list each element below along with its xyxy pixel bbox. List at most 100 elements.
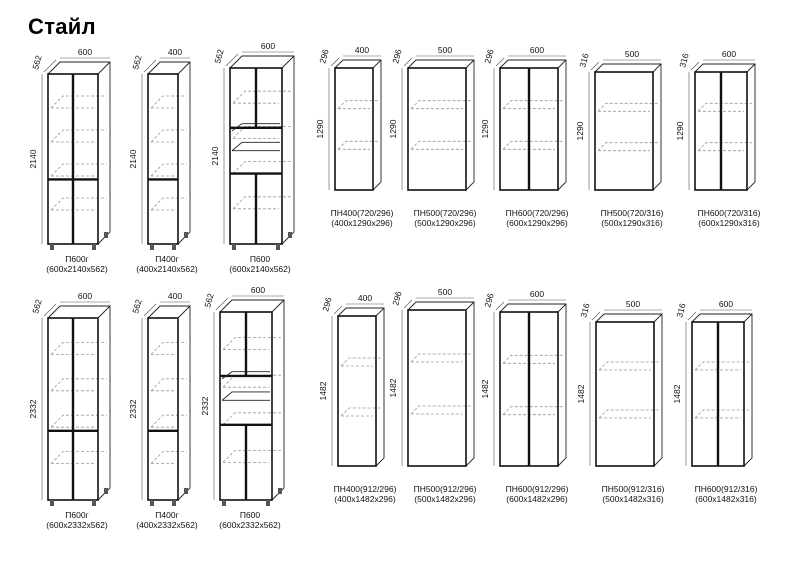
leg xyxy=(276,244,280,250)
cabinet-edge xyxy=(281,55,295,69)
width-label: 400 xyxy=(355,45,369,55)
cabinet-edge xyxy=(743,313,753,323)
width-label: 500 xyxy=(438,45,452,55)
cabinet-front xyxy=(147,317,179,501)
height-label: 1482 xyxy=(576,384,586,403)
shelf-line xyxy=(598,409,659,419)
cabinet-code: ПН500(720/296) xyxy=(414,208,477,218)
cabinet-code: П600 xyxy=(250,254,271,264)
leg xyxy=(288,232,292,238)
cabinet-edge xyxy=(97,61,111,75)
depth-label: 562 xyxy=(130,298,143,315)
cabinet-code: ПН500(720/316) xyxy=(601,208,664,218)
depth-dimension-line xyxy=(43,303,57,317)
shelf-line xyxy=(150,197,187,211)
height-label: 1482 xyxy=(672,384,682,403)
cabinet-front xyxy=(407,309,467,467)
width-label: 400 xyxy=(168,47,182,57)
depth-dimension-line xyxy=(143,303,157,317)
depth-dimension-line xyxy=(225,53,239,67)
shelf-line xyxy=(597,102,658,112)
shelf-line xyxy=(410,353,471,363)
height-label: 1290 xyxy=(315,119,325,138)
cabinet-size: (600x1482x296) xyxy=(506,494,568,504)
cabinet-size: (600x1290x316) xyxy=(698,218,760,228)
cabinet-size: (400x2332x562) xyxy=(136,520,198,530)
leg xyxy=(104,232,108,238)
cabinet-code: П400г xyxy=(155,254,178,264)
shelf-line xyxy=(340,407,381,417)
width-label: 500 xyxy=(625,49,639,59)
leg xyxy=(50,500,54,506)
oven-niche-shelf xyxy=(221,391,270,401)
depth-label: 562 xyxy=(212,48,225,65)
shelf-line xyxy=(150,378,187,392)
leg xyxy=(184,488,188,494)
cabinet-edge xyxy=(375,307,385,317)
shelf-line xyxy=(337,140,378,150)
shelf-line xyxy=(150,342,187,355)
height-label: 2332 xyxy=(128,399,138,418)
depth-dimension-line xyxy=(143,59,157,73)
shelf-line xyxy=(598,361,659,371)
cabinet-edge xyxy=(97,305,111,319)
leg xyxy=(222,500,226,506)
cabinet-size: (400x2140x562) xyxy=(136,264,198,274)
width-label: 600 xyxy=(78,291,92,301)
shelf-line xyxy=(337,100,378,110)
depth-label: 296 xyxy=(390,290,403,307)
cabinet-size: (600x2332x562) xyxy=(219,520,281,530)
cabinet-edge xyxy=(653,313,663,323)
oven-niche-top xyxy=(221,371,270,380)
leg xyxy=(150,500,154,506)
shelf-line xyxy=(410,405,471,415)
shelf-line xyxy=(597,142,658,152)
depth-label: 296 xyxy=(320,296,333,313)
cabinet-size: (400x1290x296) xyxy=(331,218,393,228)
cabinet-size: (600x1290x296) xyxy=(506,218,568,228)
height-label: 1290 xyxy=(388,119,398,138)
cabinet-edge xyxy=(271,299,285,313)
oven-niche-shelf xyxy=(231,141,280,152)
cabinet-edge xyxy=(557,59,567,69)
cabinet-code: ПН500(912/296) xyxy=(414,484,477,494)
cabinet-code: ПН600(720/316) xyxy=(698,208,761,218)
shelf-line xyxy=(150,163,187,177)
cabinet-code: П600г xyxy=(65,510,88,520)
shelf-line xyxy=(150,95,187,109)
cabinet-edge xyxy=(372,59,382,69)
depth-dimension-line xyxy=(43,59,57,73)
leg xyxy=(266,500,270,506)
cabinet-front xyxy=(595,321,655,467)
leg xyxy=(150,244,154,250)
cabinet-front xyxy=(334,67,374,191)
depth-dimension-line xyxy=(333,305,343,315)
cabinet-size: (400x1482x296) xyxy=(334,494,396,504)
cabinet-size: (500x1482x316) xyxy=(602,494,664,504)
cabinet-edge xyxy=(177,305,191,319)
depth-dimension-line xyxy=(591,311,601,321)
cabinet-code: П600г xyxy=(65,254,88,264)
width-label: 600 xyxy=(78,47,92,57)
depth-label: 296 xyxy=(482,292,495,309)
leg xyxy=(278,488,282,494)
cabinet-code: ПН600(912/296) xyxy=(506,484,569,494)
cabinet-front xyxy=(337,315,377,467)
cabinet-front xyxy=(594,71,654,191)
cabinet-code: П600 xyxy=(240,510,261,520)
width-label: 400 xyxy=(168,291,182,301)
height-label: 2332 xyxy=(28,399,38,418)
height-label: 2140 xyxy=(28,149,38,168)
height-label: 1482 xyxy=(388,378,398,397)
cabinet-code: ПН500(912/316) xyxy=(602,484,665,494)
cabinet-size: (500x1290x296) xyxy=(414,218,476,228)
cabinet-edge xyxy=(652,63,662,73)
depth-dimension-line xyxy=(403,299,413,309)
depth-label: 562 xyxy=(130,54,143,71)
